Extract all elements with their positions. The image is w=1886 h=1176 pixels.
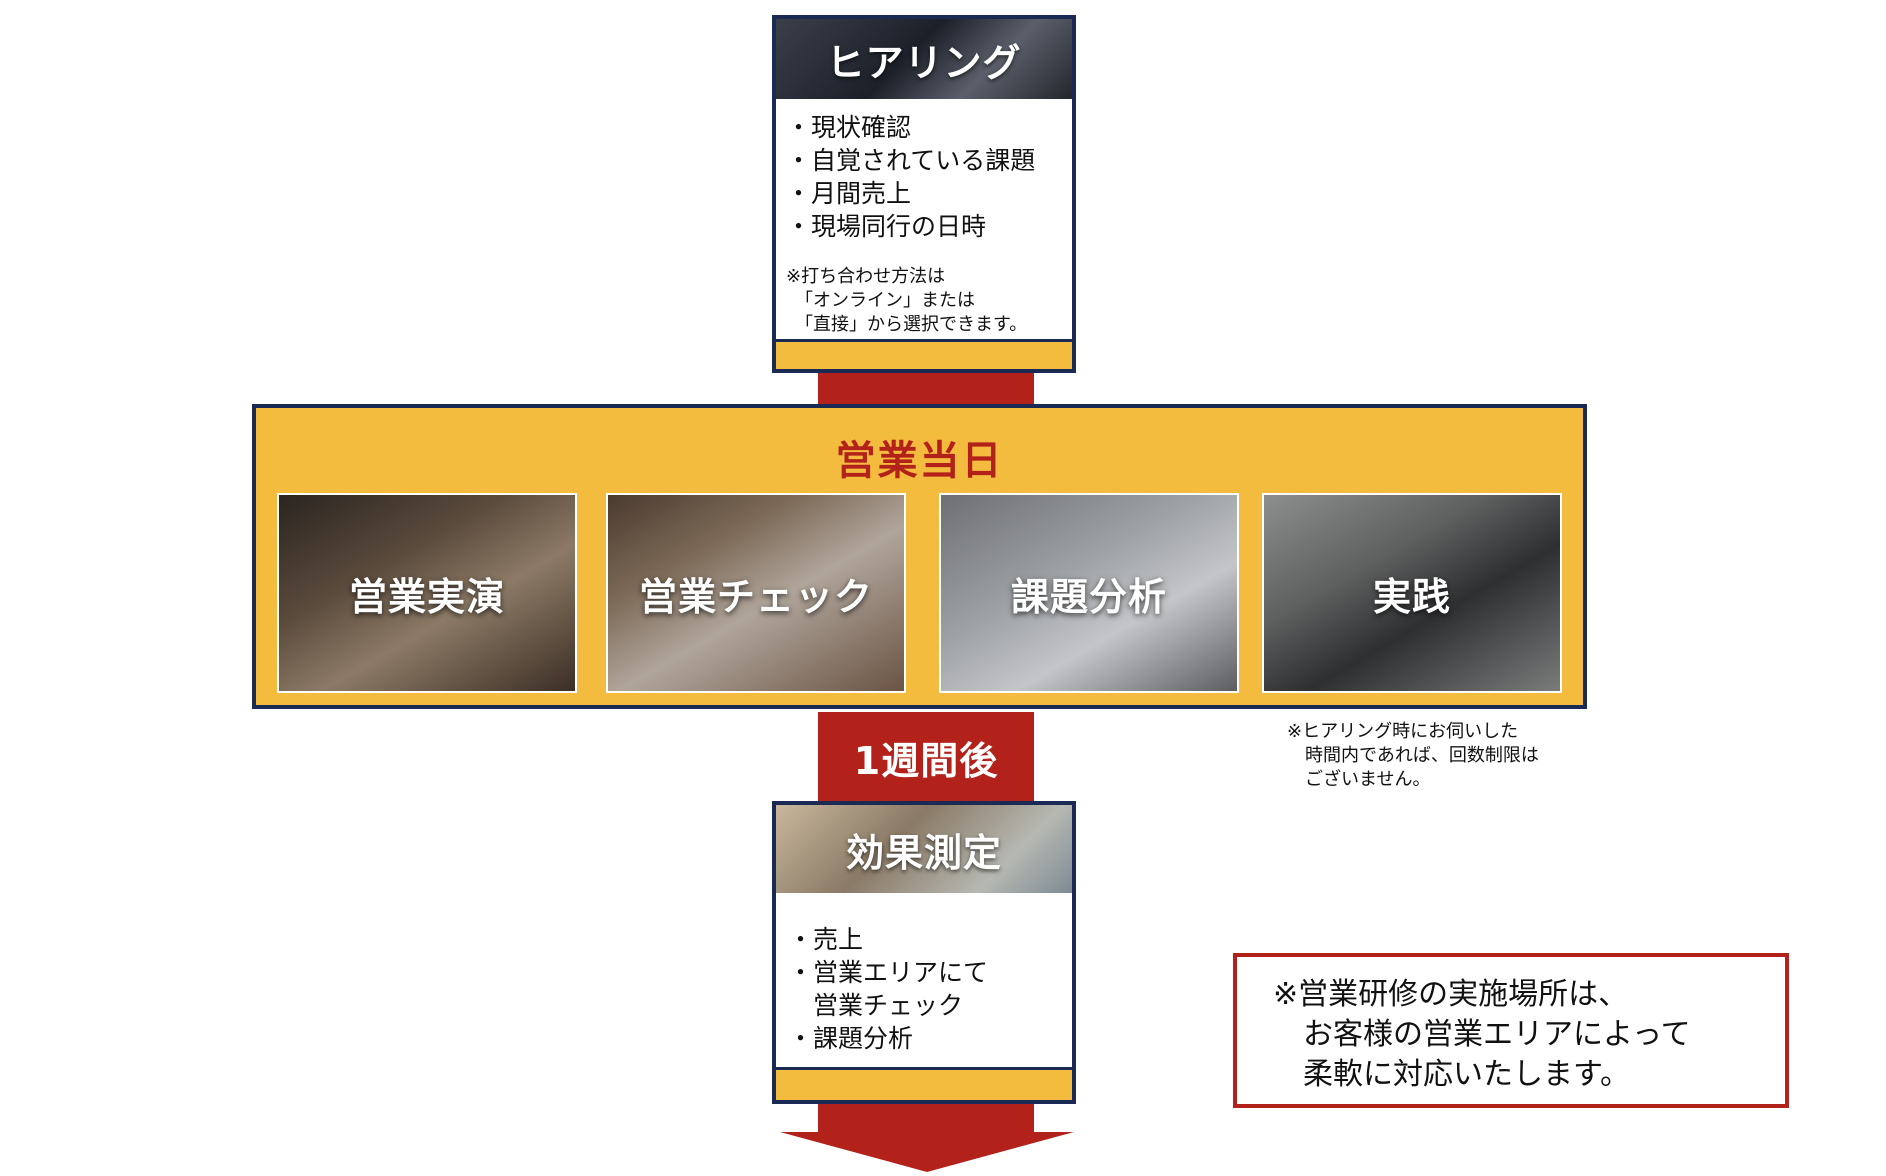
interval-label: 1週間後: [853, 739, 999, 783]
tile-label: 営業実演: [348, 574, 505, 619]
hearing-item: ・現状確認: [786, 113, 912, 142]
tile-sales-check: 営業チェック: [606, 493, 906, 693]
hearing-note-line: 「直接」から選択できます。: [786, 314, 1028, 335]
hearing-note-line: ※打ち合わせ方法は: [786, 266, 946, 287]
flow-connector-middle: [818, 712, 1034, 802]
location-note-line: 柔軟に対応いたします。: [1273, 1057, 1630, 1092]
hearing-item: ・自覚されている課題: [786, 146, 1036, 175]
flow-arrow-body: [818, 1102, 1034, 1132]
measurement-card-header: 効果測定: [776, 805, 1072, 893]
location-note-line: ※営業研修の実施場所は、: [1273, 977, 1629, 1012]
measurement-item: ・課題分析: [788, 1024, 914, 1053]
tile-issue-analysis: 課題分析: [939, 493, 1239, 693]
sales-day-note: ※ヒアリング時にお伺いした 時間内であれば、回数制限は ございません。: [1287, 720, 1539, 792]
measurement-card-footer: [776, 1067, 1072, 1100]
tile-practice: 実践: [1262, 493, 1562, 693]
tile-label: 課題分析: [1010, 574, 1167, 619]
sales-day-note-line: ※ヒアリング時にお伺いした: [1287, 721, 1519, 742]
tile-label: 営業チェック: [638, 574, 873, 619]
measurement-item: 営業チェック: [788, 991, 964, 1020]
hearing-card-header: ヒアリング: [776, 19, 1072, 99]
hearing-item: ・現場同行の日時: [786, 212, 987, 241]
flow-arrow-head: [780, 1132, 1074, 1172]
sales-day-note-line: ございません。: [1287, 769, 1431, 790]
flow-connector-top: [818, 372, 1034, 407]
location-note-line: お客様の営業エリアによって: [1273, 1017, 1691, 1052]
sales-day-title: 営業当日: [835, 438, 1004, 484]
hearing-card-footer: [776, 339, 1072, 369]
hearing-title: ヒアリング: [826, 40, 1022, 85]
sales-day-note-line: 時間内であれば、回数制限は: [1287, 745, 1539, 766]
tile-label: 実践: [1372, 574, 1451, 619]
measurement-item: ・売上: [788, 925, 864, 954]
location-note-box: ※営業研修の実施場所は、 お客様の営業エリアによって 柔軟に対応いたします。: [1233, 953, 1789, 1108]
sales-day-band: 営業当日 営業実演 営業チェック 課題分析 実践: [252, 404, 1587, 709]
hearing-note-line: 「オンライン」または: [786, 290, 975, 311]
hearing-card: ヒアリング ・現状確認 ・自覚されている課題 ・月間売上 ・現場同行の日時 ※打…: [772, 15, 1076, 373]
measurement-item: ・営業エリアにて: [788, 958, 989, 987]
measurement-item-list: ・売上 ・営業エリアにて 営業チェック ・課題分析: [788, 923, 988, 1055]
hearing-item: ・月間売上: [786, 179, 912, 208]
hearing-note: ※打ち合わせ方法は 「オンライン」または 「直接」から選択できます。: [786, 265, 1027, 337]
measurement-title: 効果測定: [845, 830, 1002, 875]
measurement-card: 効果測定 ・売上 ・営業エリアにて 営業チェック ・課題分析: [772, 801, 1076, 1104]
tile-sales-demo: 営業実演: [277, 493, 577, 693]
hearing-item-list: ・現状確認 ・自覚されている課題 ・月間売上 ・現場同行の日時: [786, 111, 1035, 243]
